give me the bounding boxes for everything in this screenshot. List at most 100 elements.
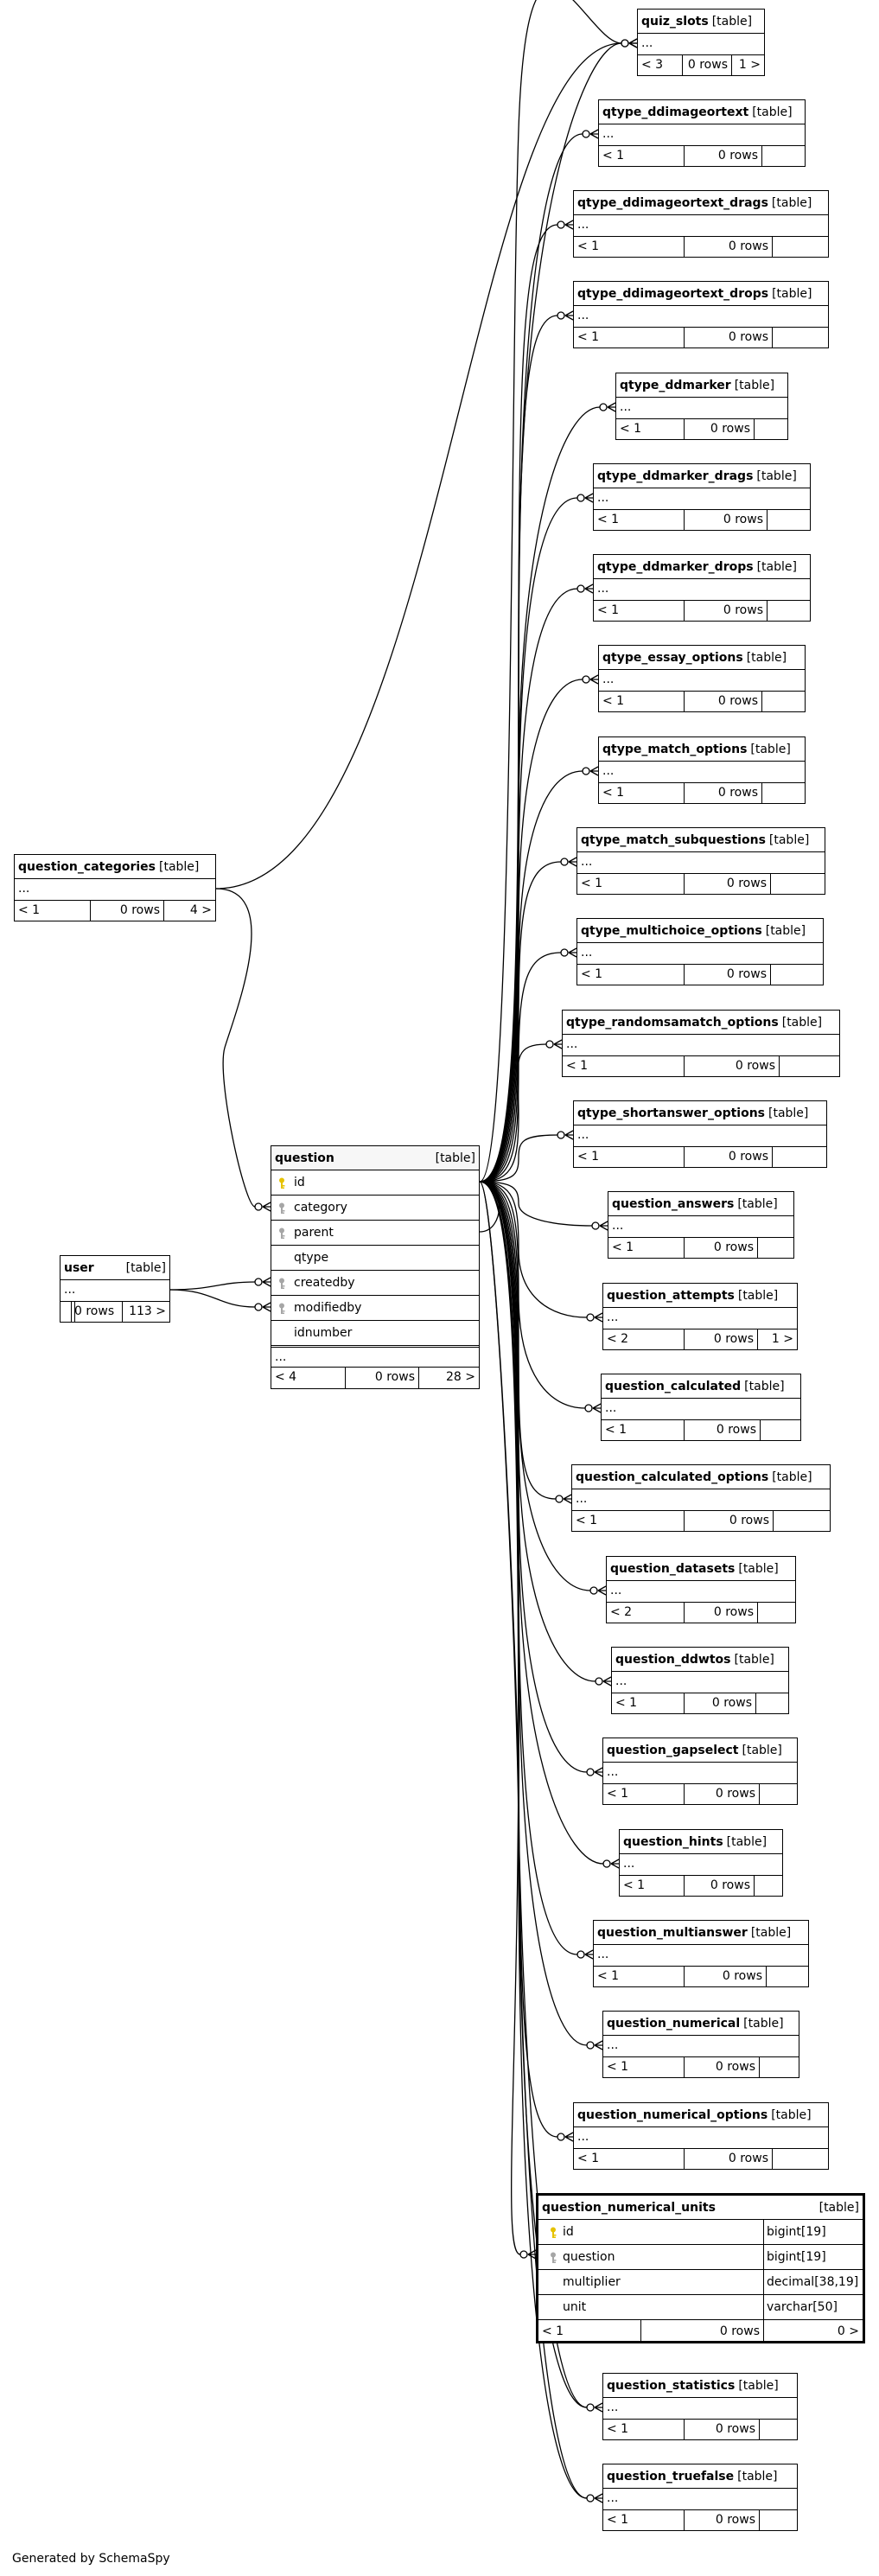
row-divider — [594, 1944, 808, 1945]
row-divider — [61, 1279, 169, 1280]
edge-self-parent — [479, 1181, 500, 1233]
table-name: question_categories — [18, 860, 156, 874]
column-modifiedby: modifiedby — [294, 1301, 362, 1315]
table-header: question_calculated[table] — [602, 1374, 800, 1399]
row-divider — [603, 2509, 797, 2510]
stat-rows: 0 rows — [723, 603, 763, 617]
table-header: question_multianswer[table] — [594, 1921, 808, 1945]
table-ellipsis: ... — [610, 1584, 622, 1597]
row-divider — [638, 54, 764, 55]
cell-divider — [773, 1511, 774, 1531]
row-divider — [599, 761, 805, 762]
edge-end-qtype_shortanswer_options — [557, 1130, 574, 1140]
table-ellipsis: ... — [607, 2491, 619, 2505]
stat-parents: < 1 — [597, 1969, 620, 1983]
table-header: qtype_randomsamatch_options[table] — [563, 1011, 839, 1035]
column-type: decimal[38,19] — [767, 2275, 859, 2289]
stat-children: 1 > — [738, 58, 761, 72]
cell-divider — [767, 510, 768, 530]
row-divider — [538, 2294, 863, 2295]
cell-divider — [759, 2510, 760, 2530]
edge-end-user-5 — [254, 1302, 271, 1312]
cell-divider — [684, 1238, 685, 1258]
table-name: quiz_slots — [641, 15, 709, 29]
cell-divider — [684, 419, 685, 439]
stat-parents: < 1 — [607, 2513, 629, 2527]
edge-categories-quiz-slots — [215, 42, 622, 889]
row-divider — [271, 1245, 479, 1246]
stat-parents: < 1 — [566, 1059, 589, 1073]
edge-question_answers — [479, 1181, 593, 1227]
row-divider — [603, 2488, 797, 2489]
cell-divider — [772, 237, 773, 257]
row-divider — [603, 2056, 799, 2057]
cell-divider — [684, 2057, 685, 2077]
table-tag: [table] — [734, 379, 775, 392]
table-ellipsis: ... — [64, 1283, 76, 1297]
cell-divider — [74, 1302, 75, 1322]
table-tag: [table] — [765, 924, 806, 938]
edge-end-qtype_ddimageortext — [582, 129, 599, 139]
row-divider — [603, 1762, 797, 1763]
edge-end-user-4 — [254, 1277, 271, 1287]
row-divider — [15, 900, 215, 901]
edge-end-question_numerical_units — [519, 2249, 537, 2260]
row-divider — [594, 578, 810, 579]
table-name: question_statistics — [607, 2379, 736, 2393]
row-divider — [603, 1307, 797, 1308]
table-name: qtype_ddmarker_drops — [597, 560, 754, 574]
row-divider — [563, 1055, 839, 1056]
table-ellipsis: ... — [607, 1310, 619, 1324]
edge-end-question_calculated — [584, 1403, 602, 1413]
cell-divider — [767, 601, 768, 621]
table-name: question_numerical_units — [542, 2201, 716, 2215]
stat-parents: < 1 — [607, 2060, 629, 2074]
column-createdby: createdby — [294, 1276, 355, 1290]
edge-qtype_randomsamatch_options — [479, 1043, 547, 1183]
row-divider — [574, 214, 828, 215]
column-parent: parent — [294, 1226, 334, 1240]
edge-end-question_ddwtos — [595, 1676, 612, 1687]
table-ellipsis: ... — [581, 946, 593, 960]
table-header: qtype_multichoice_options[table] — [577, 919, 823, 943]
table-ellipsis: ... — [602, 127, 615, 141]
table-qtype_randomsamatch_options[interactable]: qtype_randomsamatch_options[table]...< 1… — [562, 1010, 840, 1077]
table-question_calculated_options[interactable]: question_calculated_options[table]...< 1… — [571, 1464, 831, 1532]
table-ellipsis: ... — [607, 2401, 619, 2414]
cell-divider — [757, 1238, 758, 1258]
row-divider — [612, 1671, 788, 1672]
stat-rows: 0 rows — [713, 1332, 754, 1346]
edge-user-4 — [169, 1281, 256, 1291]
table-name: qtype_randomsamatch_options — [566, 1016, 779, 1030]
cell-divider — [770, 874, 771, 894]
stat-rows: 0 rows — [722, 1969, 762, 1983]
